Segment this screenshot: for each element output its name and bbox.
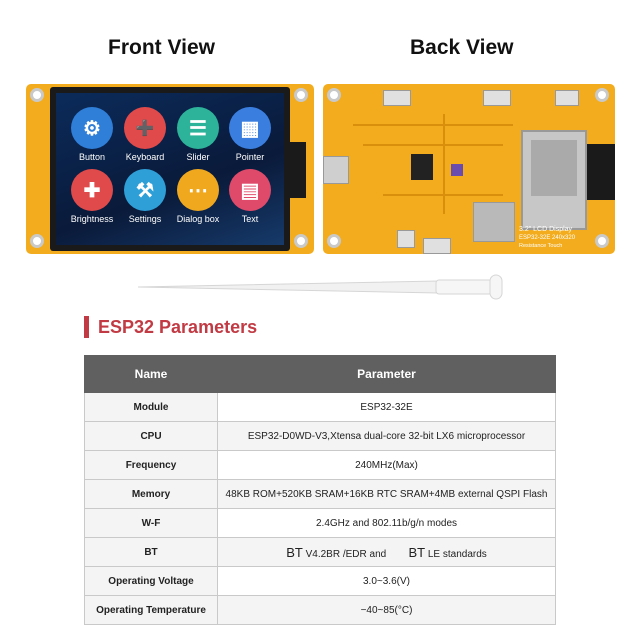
sd-card-slot [473, 202, 515, 242]
database-icon: ☰ [177, 107, 219, 149]
bt-classic-text: V4.2BR /EDR and [305, 548, 387, 560]
pcb-trace [353, 124, 513, 126]
gear-icon: ⚙ [71, 107, 113, 149]
front-view-title: Front View [108, 36, 215, 59]
mount-hole [30, 234, 44, 248]
fpc-connector [290, 142, 306, 198]
app-text: ▤ Text [224, 169, 276, 224]
table-row: Module ESP32-32E [84, 392, 556, 422]
row-value: ESP32-32E [217, 392, 556, 422]
mount-hole [294, 234, 308, 248]
row-name: Module [84, 392, 218, 422]
header-connector [587, 144, 615, 200]
ic-chip [411, 154, 433, 180]
row-value: 2.4GHz and 802.11b/g/n modes [217, 508, 556, 538]
silk-title: 3.2" LCD Display [519, 226, 573, 233]
row-name: Frequency [84, 450, 218, 480]
parameters-table: Name Parameter Module ESP32-32E CPU ESP3… [84, 355, 556, 625]
mount-hole [30, 88, 44, 102]
wrench-icon: ⚒ [124, 169, 166, 211]
chat-icon: ⋯ [177, 169, 219, 211]
table-header-row: Name Parameter [84, 355, 556, 393]
rgb-led [451, 164, 463, 176]
row-name: BT [84, 537, 218, 567]
silk-model: ESP32-32E 240x320 [519, 235, 576, 241]
back-board-image: 3.2" LCD Display ESP32-32E 240x320 Resis… [323, 84, 615, 254]
app-brightness: ✚ Brightness [66, 169, 118, 224]
header-parameter: Parameter [217, 355, 556, 393]
esp32-module [521, 130, 587, 230]
bt-label: BT [286, 544, 303, 560]
connector [483, 90, 511, 106]
row-value: ESP32-D0WD-V3,Xtensa dual-core 32-bit LX… [217, 421, 556, 451]
app-keyboard: ➕ Keyboard [119, 107, 171, 162]
app-pointer: ▦ Pointer [224, 107, 276, 162]
app-settings: ⚒ Settings [119, 169, 171, 224]
row-value: BT V4.2BR /EDR and BT LE standards [217, 537, 556, 567]
row-value: 240MHz(Max) [217, 450, 556, 480]
row-name: Memory [84, 479, 218, 509]
mount-hole [327, 88, 341, 102]
back-view-title: Back View [410, 36, 514, 59]
connector [555, 90, 579, 106]
app-dialog-box: ⋯ Dialog box [172, 169, 224, 224]
grid-icon: ▦ [229, 107, 271, 149]
table-row: Memory 48KB ROM+520KB SRAM+16KB RTC SRAM… [84, 479, 556, 509]
table-row: CPU ESP32-D0WD-V3,Xtensa dual-core 32-bi… [84, 421, 556, 451]
table-row: Operating Temperature −40~85(°C) [84, 595, 556, 625]
app-slider: ☰ Slider [172, 107, 224, 162]
row-name: Operating Temperature [84, 595, 218, 625]
header-name: Name [84, 355, 218, 393]
table-row: Operating Voltage 3.0~3.6(V) [84, 566, 556, 596]
speaker-connector [397, 230, 415, 248]
bt-le-text: LE standards [427, 548, 487, 560]
usb-c-port [323, 156, 349, 184]
connector [383, 90, 411, 106]
document-icon: ▤ [229, 169, 271, 211]
app-button: ⚙ Button [66, 107, 118, 162]
pcb-trace [443, 114, 445, 214]
mount-hole [327, 234, 341, 248]
row-value: −40~85(°C) [217, 595, 556, 625]
bt-label: BT [408, 544, 426, 560]
lcd-bezel: ⚙ Button ➕ Keyboard ☰ Slider ▦ Pointer ✚… [50, 87, 290, 251]
dpad-icon: ✚ [71, 169, 113, 211]
stylus-pen [138, 274, 503, 300]
section-title: ESP32 Parameters [98, 317, 258, 337]
pcb-trace [363, 144, 503, 146]
mount-hole [595, 234, 609, 248]
table-row: Frequency 240MHz(Max) [84, 450, 556, 480]
connector [423, 238, 451, 254]
table-row: W-F 2.4GHz and 802.11b/g/n modes [84, 508, 556, 538]
silk-touch: Resistance Touch [519, 243, 563, 249]
keyboard-icon: ➕ [124, 107, 166, 149]
row-value: 48KB ROM+520KB SRAM+16KB RTC SRAM+4MB ex… [217, 479, 556, 509]
lcd-screen: ⚙ Button ➕ Keyboard ☰ Slider ▦ Pointer ✚… [56, 93, 284, 245]
table-row: BT BT V4.2BR /EDR and BT LE standards [84, 537, 556, 567]
row-name: Operating Voltage [84, 566, 218, 596]
mount-hole [294, 88, 308, 102]
mount-hole [595, 88, 609, 102]
row-name: CPU [84, 421, 218, 451]
row-value: 3.0~3.6(V) [217, 566, 556, 596]
section-accent-bar [84, 316, 89, 338]
row-name: W-F [84, 508, 218, 538]
front-board-image: ⚙ Button ➕ Keyboard ☰ Slider ▦ Pointer ✚… [26, 84, 314, 254]
